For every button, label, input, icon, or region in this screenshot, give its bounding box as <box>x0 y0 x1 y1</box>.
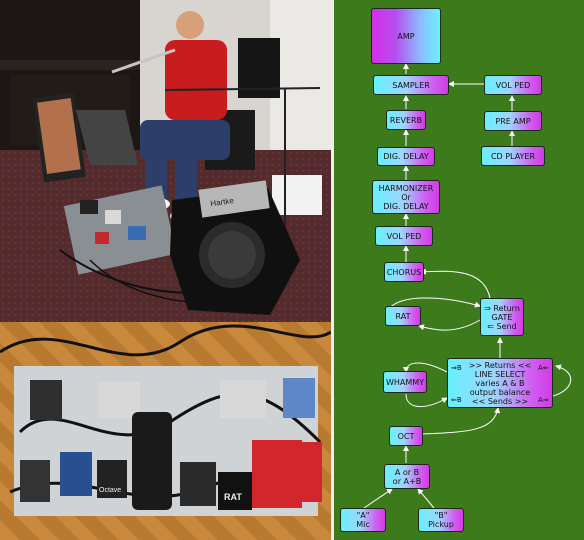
photo-pedalboard-drawing: Octave RAT <box>0 324 331 516</box>
port-label-a-in: A⇐ <box>538 364 549 372</box>
port-label-b-in: ⇒B <box>451 364 462 372</box>
node-vol-ped-top: VOL PED <box>484 75 542 95</box>
node-rat: RAT <box>385 306 421 326</box>
pedal-label-rat: RAT <box>224 492 242 502</box>
port-label-a-out: A⇒ <box>538 396 549 404</box>
photo-musician-drawing: Hartke <box>0 0 331 322</box>
diagram-wires <box>363 63 572 509</box>
node-pickup: "B" Pickup <box>418 508 464 532</box>
photo-pedalboard: Octave RAT <box>0 322 331 540</box>
node-sampler: SAMPLER <box>373 75 449 95</box>
photo-musician: Hartke <box>0 0 331 322</box>
node-line-select: >> Returns << LINE SELECT varies A & B o… <box>447 358 553 408</box>
amp-brand-label: Hartke <box>210 196 235 208</box>
node-pre-amp: PRE AMP <box>484 111 542 131</box>
node-chorus: CHORUS <box>384 262 424 282</box>
signal-chain-diagram: AMP SAMPLER VOL PED REVERB PRE AMP DIG. … <box>334 0 584 540</box>
panel-divider <box>331 0 334 540</box>
node-a-or-b: A or B or A+B <box>384 464 430 489</box>
node-whammy: WHAMMY <box>383 371 427 393</box>
node-oct: OCT <box>389 426 423 446</box>
node-vol-ped: VOL PED <box>375 226 433 246</box>
node-dig-delay: DIG. DELAY <box>377 147 435 166</box>
node-harmonizer: HARMONIZER Or DIG. DELAY <box>372 180 440 214</box>
node-mic: "A" Mic <box>340 508 386 532</box>
node-cd-player: CD PLAYER <box>481 146 545 166</box>
port-label-b-out: ⇐B <box>451 396 462 404</box>
node-amp: AMP <box>371 8 441 64</box>
node-reverb: REVERB <box>386 110 426 130</box>
pedal-label-octave: Octave <box>99 487 121 494</box>
node-gate: ⇒ Return GATE ⇐ Send <box>480 298 524 336</box>
